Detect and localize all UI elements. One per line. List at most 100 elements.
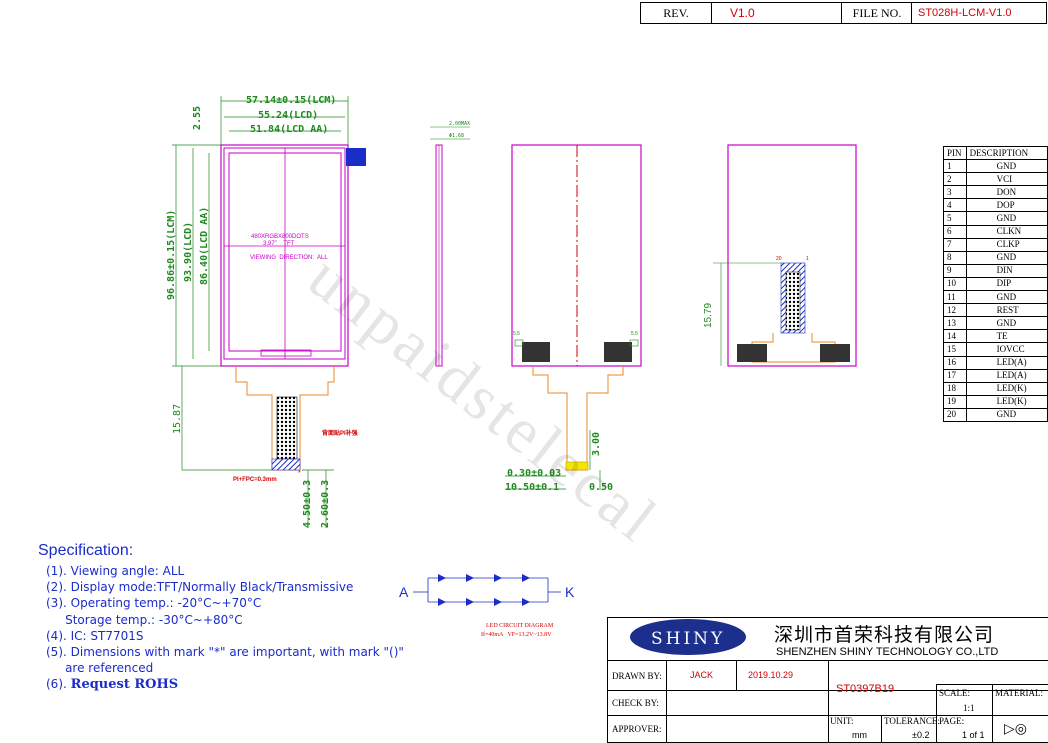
pin-description: LED(K) [965, 381, 1048, 396]
dim-total-height: 96.86±0.15(LCM) [166, 209, 177, 300]
panel-resolution: 480XRGBX800DOTS [251, 234, 309, 240]
pin-number: 16 [943, 355, 967, 370]
pin-description: LED(K) [965, 394, 1048, 409]
pin-number: 5 [943, 211, 967, 226]
rear-pin-start: 20 [776, 256, 782, 262]
dim-total-width: 57.14±0.15(LCM) [246, 95, 337, 106]
spec-line-8: (6). Request ROHS [38, 677, 404, 693]
spec-rohs: Request ROHS [70, 677, 179, 693]
pin-description: LED(A) [965, 368, 1048, 383]
pin-number: 4 [943, 198, 967, 213]
drawn-label: DRAWN BY: [612, 671, 662, 681]
back-view [505, 144, 642, 490]
spec-line-7: are referenced [46, 661, 154, 676]
pin-description: DON [965, 185, 1048, 200]
dim-top-offset: 2.55 [192, 105, 203, 130]
company-name-en: SHENZHEN SHINY TECHNOLOGY CO.,LTD [776, 646, 999, 658]
dim-width: 10.50±0.1 [505, 482, 560, 493]
page-label: PAGE: [939, 716, 965, 726]
front-view [172, 96, 366, 528]
drawn-value: JACK [690, 670, 714, 680]
check-label: CHECK BY: [612, 698, 659, 708]
dim-tail-1: 4.50±0.3 [302, 479, 313, 528]
specification: Specification: (1). Viewing angle: ALL (… [38, 542, 404, 694]
pin-number: 12 [943, 303, 967, 318]
spec-title: Specification: [38, 542, 134, 559]
pin-number: 11 [943, 290, 967, 305]
pin-number: 7 [943, 237, 967, 252]
led-anode-label: A [399, 584, 409, 600]
company-name-cn: 深圳市首荣科技有限公司 [774, 625, 995, 646]
rear-view [713, 144, 857, 367]
pin-number: 1 [943, 159, 967, 174]
title-block: SHINY 深圳市首荣科技有限公司 SHENZHEN SHINY TECHNOL… [607, 617, 1048, 743]
file-value: ST028H-LCM-V1.0 [911, 3, 1046, 23]
part-number: ST0397B19 [836, 683, 895, 695]
pin-description: VCI [965, 172, 1048, 187]
pin-description: GND [965, 250, 1048, 265]
unit-value: mm [852, 730, 867, 740]
pin-description: GND [965, 407, 1048, 422]
side-dim-a: 2.00MAX [449, 121, 471, 127]
dim-tail-2: 2.60±0.3 [320, 479, 331, 528]
pin-number: 10 [943, 276, 967, 292]
rev-label: REV. [663, 6, 689, 20]
pin-number: 3 [943, 185, 967, 200]
approver-label: APPROVER: [612, 724, 662, 734]
spec-line-2: (2). Display mode:TFT/Normally Black/Tra… [46, 580, 354, 595]
pin-description: GND [965, 211, 1048, 226]
tolerance-value: ±0.2 [912, 730, 930, 740]
spec-line-3: (3). Operating temp.: -20°C~+70°C [46, 596, 262, 611]
tolerance-label: TOLERANCE: [884, 716, 940, 726]
pin-description: LED(A) [965, 355, 1048, 370]
pin-description: TE [965, 329, 1048, 344]
pin-description: GND [965, 316, 1048, 331]
pin-number: 17 [943, 368, 967, 383]
pin-number: 14 [943, 329, 967, 344]
pin-number: 20 [943, 407, 967, 422]
dim-aa-width: 51.84(LCD AA) [250, 124, 329, 135]
panel-size: 3.97" TFT [263, 241, 295, 247]
pin-number: 13 [943, 316, 967, 331]
pin-description: DESCRIPTION [965, 145, 1048, 161]
file-label: FILE NO. [841, 3, 912, 23]
led-diodes [438, 574, 530, 606]
pin-description: DIP [965, 276, 1048, 292]
logo-ellipse [630, 619, 746, 655]
pin-description: REST [965, 303, 1048, 318]
revision-header: REV. V1.0 FILE NO. ST028H-LCM-V1.0 [640, 2, 1047, 24]
pin-number: 15 [943, 342, 967, 357]
pin-description: GND [965, 290, 1048, 305]
pin-number: 18 [943, 381, 967, 396]
pin-description: IOVCC [965, 342, 1048, 357]
spec-line-6: (5). Dimensions with mark "*" are import… [46, 644, 404, 659]
led-title: LED CIRCUIT DIAGRAM [486, 623, 554, 629]
scale-value: 1:1 [963, 703, 975, 713]
panel-viewing: VIEWING DIRECTION: ALL [250, 255, 328, 261]
projection-icon: ▷◎ [1004, 720, 1027, 736]
pin-description: GND [965, 159, 1048, 174]
unit-label: UNIT: [830, 716, 854, 726]
scale-label: SCALE: [939, 688, 971, 698]
dim-pitch: 0.30±0.03 [507, 468, 562, 479]
pad-label-left: 5.5 [513, 331, 520, 337]
dim-fpc-length: 15.87 [172, 403, 183, 434]
